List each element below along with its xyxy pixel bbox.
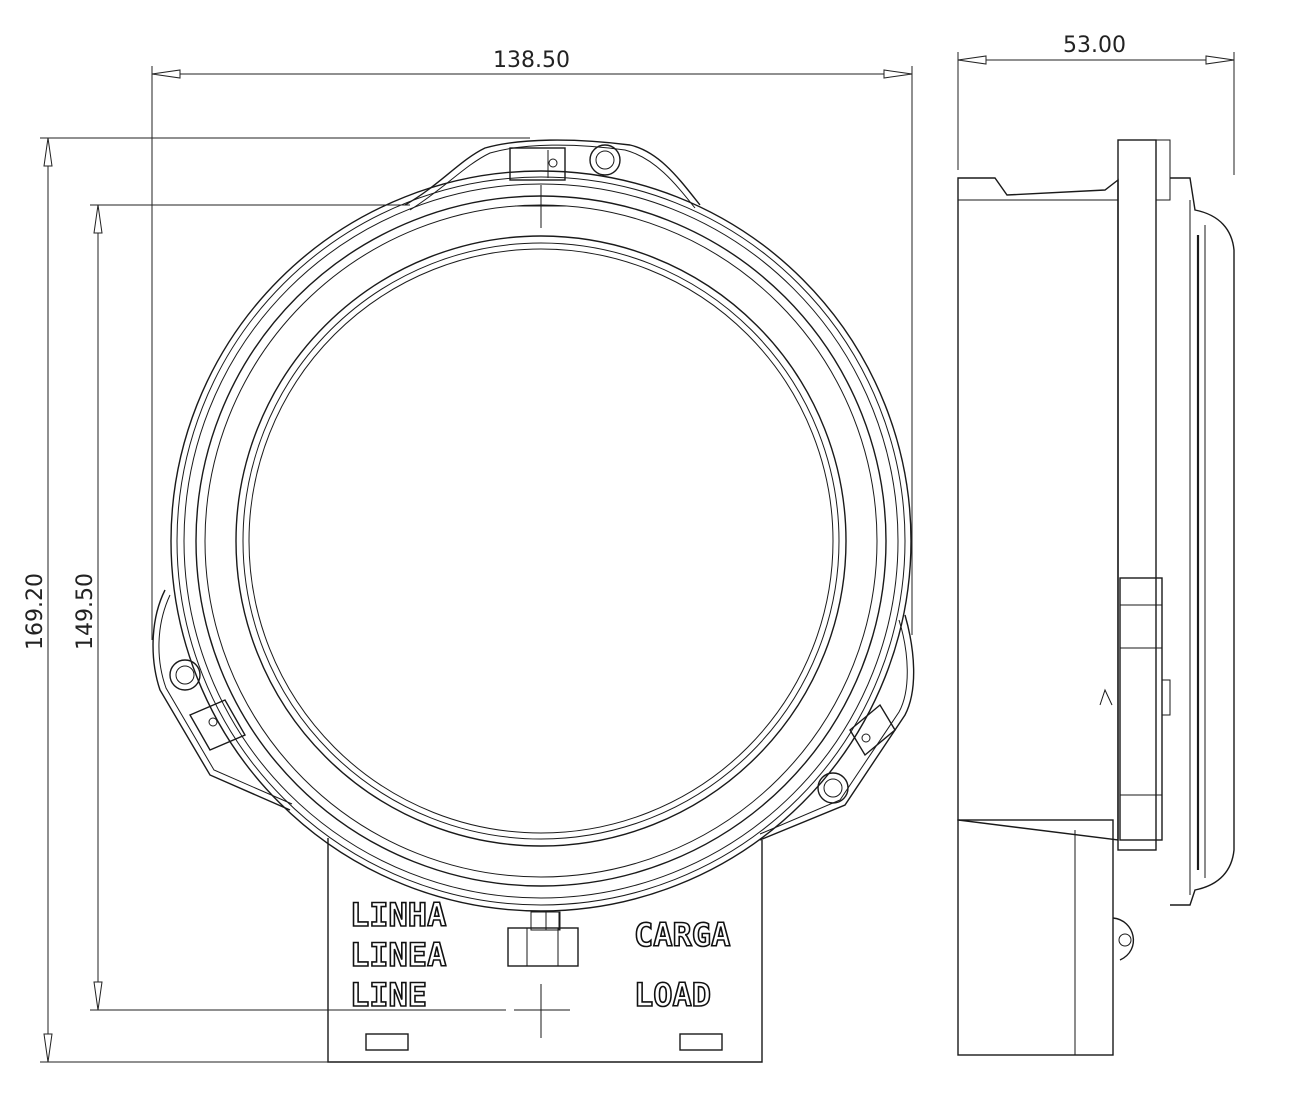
dim-width: 138.50 <box>151 48 913 640</box>
clip-left <box>189 699 246 751</box>
clip-top <box>509 147 566 181</box>
overall-height-dimension: 169.20 <box>23 573 48 650</box>
dim-depth: 53.00 <box>957 33 1235 175</box>
side-view <box>957 139 1235 1056</box>
screw-boss-left <box>169 659 201 691</box>
mounting-flange <box>152 139 915 841</box>
width-dimension: 138.50 <box>493 48 570 73</box>
side-lens <box>1170 177 1235 906</box>
load-label-pt: CARGA <box>634 916 730 954</box>
depth-dimension: 53.00 <box>1063 33 1126 58</box>
load-label-en: LOAD <box>634 976 711 1014</box>
side-connector <box>957 819 1114 1056</box>
screw-boss-top <box>589 144 621 176</box>
line-label-en: LINE <box>350 976 427 1014</box>
side-body <box>957 177 1119 841</box>
screw-boss-right <box>817 772 849 804</box>
side-flange <box>1117 139 1157 851</box>
connector-plate <box>327 838 763 1063</box>
outer-ring <box>170 170 912 912</box>
dim-overall-height: 169.20 <box>23 137 530 1063</box>
inner-ring <box>235 235 847 847</box>
connector-socket <box>507 927 579 967</box>
slot-right <box>679 1033 723 1051</box>
slot-left <box>365 1033 409 1051</box>
line-label-es: LINEA <box>350 936 446 974</box>
mount-height-dimension: 149.50 <box>73 573 98 650</box>
dim-mount-height: 149.50 <box>73 204 506 1011</box>
clip-right <box>849 703 896 757</box>
front-view: LINHA LINEA LINE CARGA LOAD <box>152 139 915 1063</box>
line-label-pt: LINHA <box>350 896 446 934</box>
